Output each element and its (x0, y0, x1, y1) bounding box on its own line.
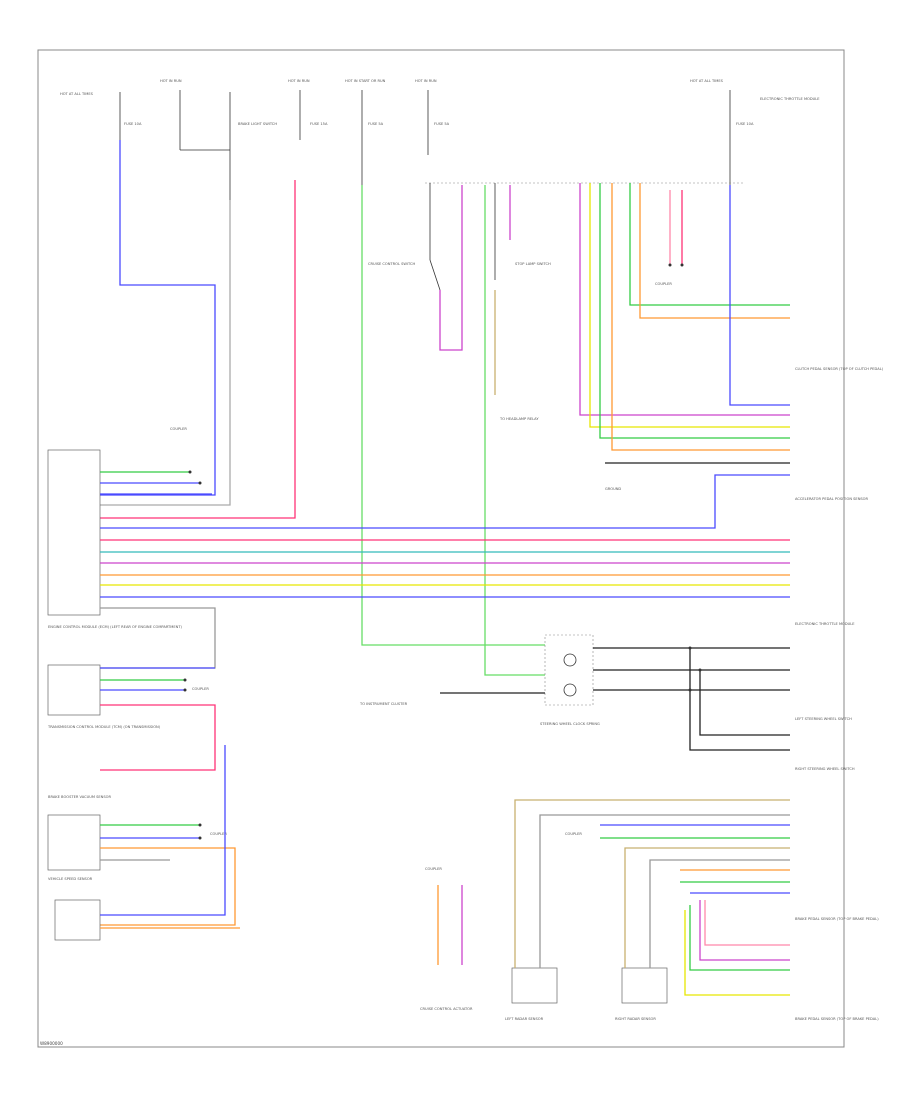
tcm-label: TRANSMISSION CONTROL MODULE (TCM) (ON TR… (47, 725, 161, 729)
wire-green-2 (484, 185, 545, 676)
feed-label-5: HOT IN RUN (415, 79, 437, 83)
coupler-label-booster: COUPLER (210, 832, 227, 836)
stop-lamp-label: STOP LAMP SWITCH (515, 262, 551, 266)
clutch-sensor-label: CLUTCH PEDAL SENSOR (TOP OF CLUTCH PEDAL… (795, 367, 884, 371)
ecm-label: ENGINE CONTROL MODULE (ECM) (LEFT REAR O… (48, 625, 183, 629)
module-label-top-right: ELECTRONIC THROTTLE MODULE (760, 97, 820, 101)
clock-spring-contact-2 (563, 683, 577, 697)
cruise-switch-label: CRUISE CONTROL SWITCH (368, 262, 415, 266)
cruise-switch: CRUISE CONTROL SWITCH STOP LAMP SWITCH T… (368, 183, 551, 421)
wire-green-brake (629, 183, 790, 306)
brake-booster-box (47, 814, 101, 871)
power-feeds: HOT AT ALL TIMES FUSE 10A HOT IN RUN BRA… (60, 79, 820, 200)
vss-label: VEHICLE SPEED SENSOR (48, 877, 93, 881)
fuse-label-6: FUSE 10A (736, 122, 754, 126)
right-radar-box (621, 967, 668, 1004)
wire-blue-throttle (729, 185, 790, 406)
fuse-label-1: FUSE 10A (124, 122, 142, 126)
frame-code: W8900000 (40, 1041, 63, 1046)
brake-booster-label: BRAKE BOOSTER VACUUM SENSOR (48, 795, 111, 799)
clock-spring-label: STEERING WHEEL CLOCK SPRING (540, 722, 600, 726)
to-headlamp-label: TO HEADLAMP RELAY (499, 417, 539, 421)
right-switch-label: RIGHT STEERING WHEEL SWITCH (795, 767, 855, 771)
fuse-label-4: FUSE 5A (368, 122, 384, 126)
electronic-throttle-label: ELECTRONIC THROTTLE MODULE (795, 622, 855, 626)
left-radar-box (511, 967, 558, 1004)
coupler-label-bottom: COUPLER (425, 867, 442, 871)
ecm-box (47, 449, 101, 616)
wire-yellow-clutch (589, 183, 790, 428)
feed-label-4: HOT IN START OR RUN (345, 79, 386, 83)
coupler-label-tcm: COUPLER (192, 687, 209, 691)
wire-gray-left (100, 200, 231, 506)
clock-spring-outline (544, 634, 594, 706)
brake-switch-label: BRAKE LIGHT SWITCH (238, 122, 277, 126)
vss-box (54, 899, 101, 941)
ground-label: GROUND (605, 487, 621, 491)
wire-green-clutch (599, 183, 790, 439)
diagram-frame (37, 49, 845, 1048)
tcm-box (47, 664, 101, 716)
feed-label-1: HOT AT ALL TIMES (60, 92, 94, 96)
feed-label-3: HOT IN RUN (288, 79, 310, 83)
wire-orange-clutch (611, 183, 790, 451)
feed-label-6: HOT AT ALL TIMES (690, 79, 724, 83)
cruise-actuator-label: CRUISE CONTROL ACTUATOR (420, 1007, 473, 1011)
coupler-label-1: COUPLER (655, 282, 672, 286)
right-radar-label: RIGHT RADAR SENSOR (615, 1017, 656, 1021)
wire-green-center (361, 185, 545, 646)
wire-red-left (100, 180, 296, 519)
left-switch-label: LEFT STEERING WHEEL SWITCH (795, 717, 852, 721)
brake-pedal-label-2: BRAKE PEDAL SENSOR (TOP OF BRAKE PEDAL) (795, 1017, 879, 1021)
left-radar-label: LEFT RADAR SENSOR (505, 1017, 544, 1021)
coupler-label-ecm: COUPLER (170, 427, 187, 431)
coupler-label-radar: COUPLER (565, 832, 582, 836)
fuse-label-5: FUSE 5A (434, 122, 450, 126)
terminal-dots (183, 263, 702, 840)
brake-pedal-label: BRAKE PEDAL SENSOR (TOP OF BRAKE PEDAL) (795, 917, 879, 921)
fuse-label-3: FUSE 15A (310, 122, 328, 126)
to-instrument-label: TO INSTRUMENT CLUSTER (359, 702, 408, 706)
wire-violet-clutch (579, 183, 790, 416)
accel-pedal-label: ACCELERATOR PEDAL POSITION SENSOR (795, 497, 868, 501)
wire-blue-left (100, 140, 216, 496)
clock-spring-contact-1 (563, 653, 577, 667)
ecm-bus (100, 471, 790, 669)
wire-orange-brake (639, 183, 790, 319)
feed-label-2: HOT IN RUN (160, 79, 182, 83)
